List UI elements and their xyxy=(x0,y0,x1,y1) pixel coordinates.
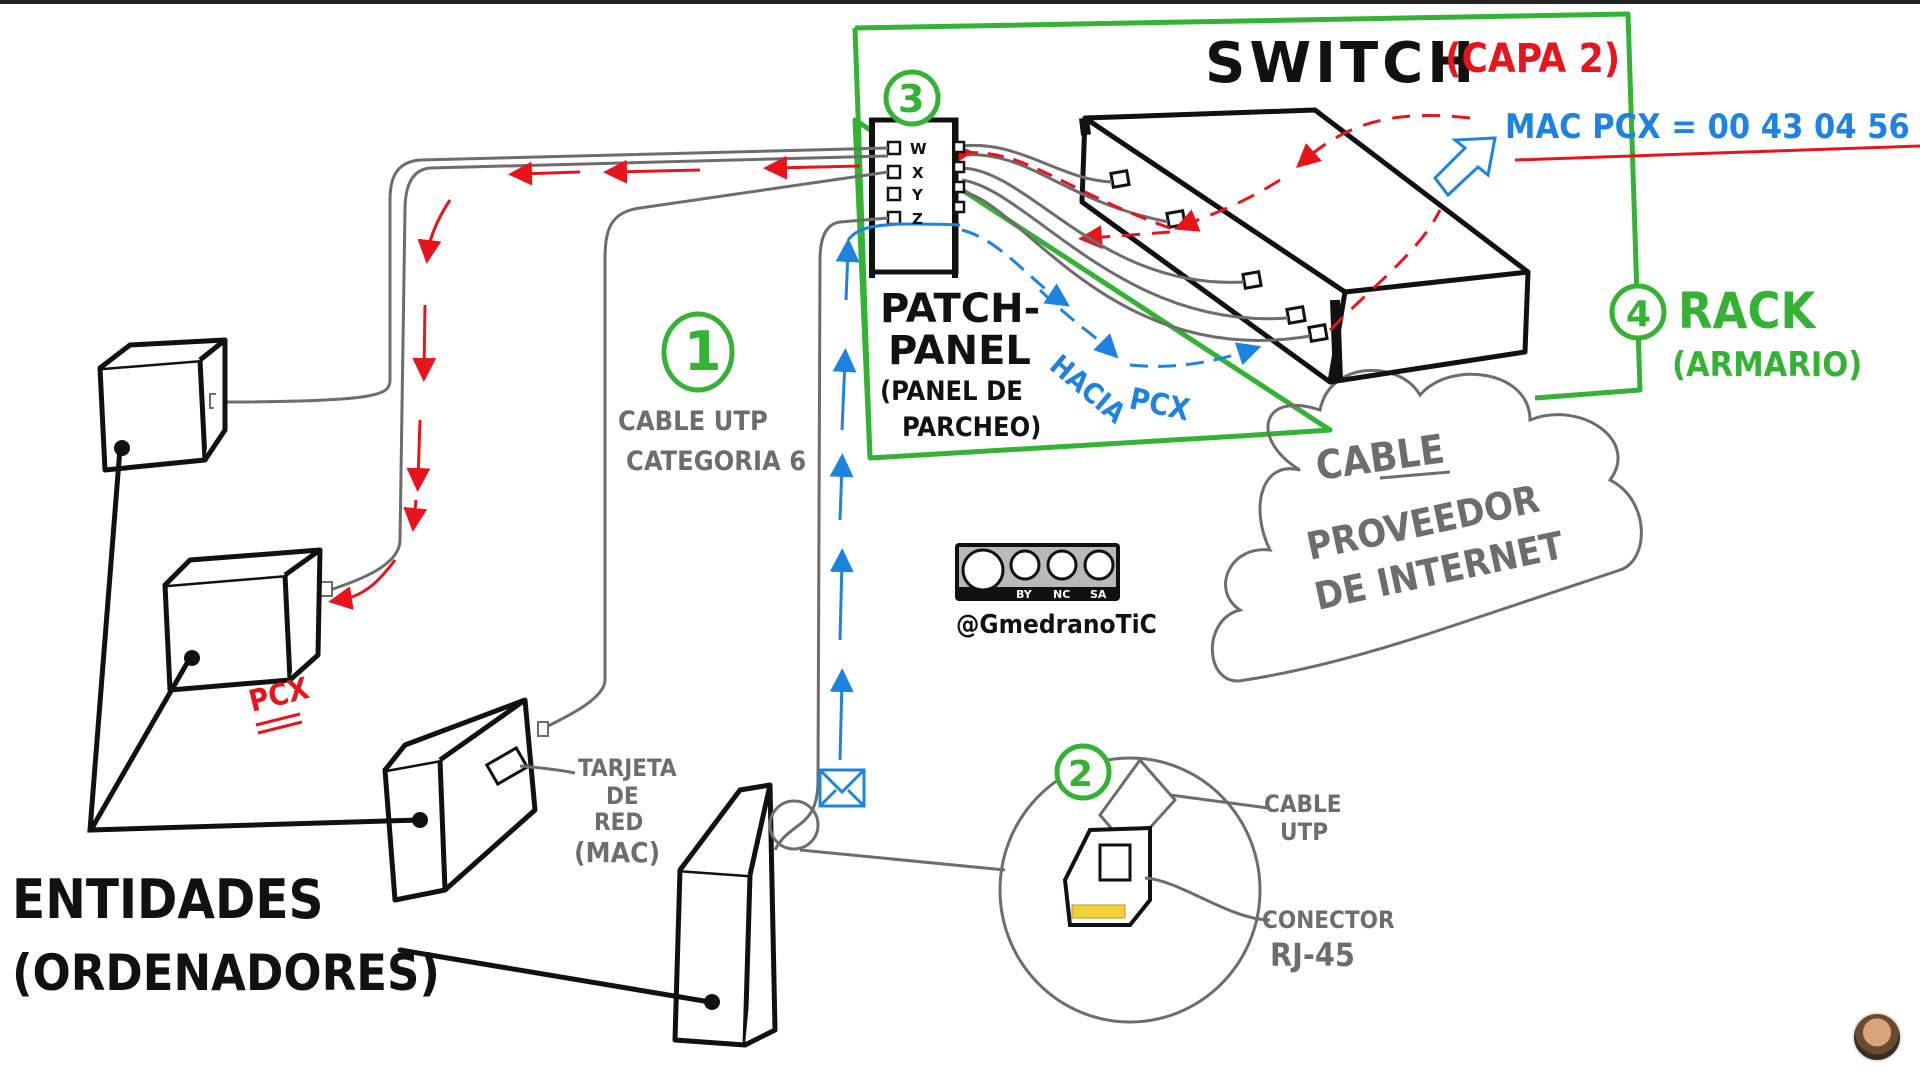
patch-panel-sub-2: PARCHEO) xyxy=(902,412,1041,443)
rack-title: RACK xyxy=(1678,282,1817,340)
switch-device xyxy=(1079,107,1531,385)
cc-nc-label: NC xyxy=(1053,588,1070,601)
computer-2-pcx xyxy=(162,547,323,693)
hacia-label-1: HACIA xyxy=(1044,348,1133,430)
cc-by-label: BY xyxy=(1016,588,1033,601)
detail-cable-label-2: UTP xyxy=(1280,818,1328,846)
detail-cable-label-1: CABLE xyxy=(1264,790,1342,818)
rack-number: 4 xyxy=(1626,294,1651,335)
entities-subtitle: (ORDENADORES) xyxy=(12,944,440,1002)
nic-label-2: DE xyxy=(606,782,639,810)
computer-3 xyxy=(382,697,538,903)
switch-title: SWITCH xyxy=(1205,31,1478,96)
cable-utp-label-1: CABLE UTP xyxy=(618,406,768,437)
cc-sa-label: SA xyxy=(1090,588,1107,601)
hacia-label-2: PCX xyxy=(1126,382,1193,429)
internet-cloud xyxy=(1210,368,1643,683)
computer-4 xyxy=(672,782,778,1048)
port-y-label: Y xyxy=(911,186,924,204)
port-w-label: W xyxy=(910,140,927,158)
entities-title: ENTIDADES xyxy=(12,868,324,931)
envelope-icon xyxy=(818,768,866,808)
patch-panel-sub-1: (PANEL DE xyxy=(880,376,1023,407)
mac-address-label: MAC PCX = 00 43 04 56 49 04 xyxy=(1505,107,1920,147)
cable-utp-label-2: CATEGORIA 6 xyxy=(626,446,806,477)
license-author: @GmedranoTiC xyxy=(956,610,1157,640)
cloud-label-1: CABLE xyxy=(1313,426,1447,490)
cc-license-badge xyxy=(955,543,1120,601)
detail-number: 2 xyxy=(1068,754,1093,795)
upload-arrow-icon xyxy=(1433,136,1497,198)
patch-panel-title-1: PATCH- xyxy=(880,286,1040,332)
cable-utp-number: 1 xyxy=(684,320,722,383)
patch-panel-title-2: PANEL xyxy=(888,328,1031,374)
nic-label-3: RED xyxy=(594,808,643,836)
rj45-connector-icon xyxy=(1062,825,1152,927)
port-x-label: X xyxy=(912,164,924,182)
switch-layer: (CAPA 2) xyxy=(1445,36,1620,82)
nic-label-1: TARJETA xyxy=(578,754,677,782)
detail-connector-label-2: RJ-45 xyxy=(1270,936,1355,974)
nic-label-4: (MAC) xyxy=(574,836,660,869)
rack-subtitle: (ARMARIO) xyxy=(1672,345,1862,385)
detail-connector-label-1: CONECTOR xyxy=(1262,906,1395,934)
port-z-label: Z xyxy=(912,210,923,228)
patch-panel-number: 3 xyxy=(898,77,924,121)
presenter-avatar xyxy=(1852,1012,1902,1062)
